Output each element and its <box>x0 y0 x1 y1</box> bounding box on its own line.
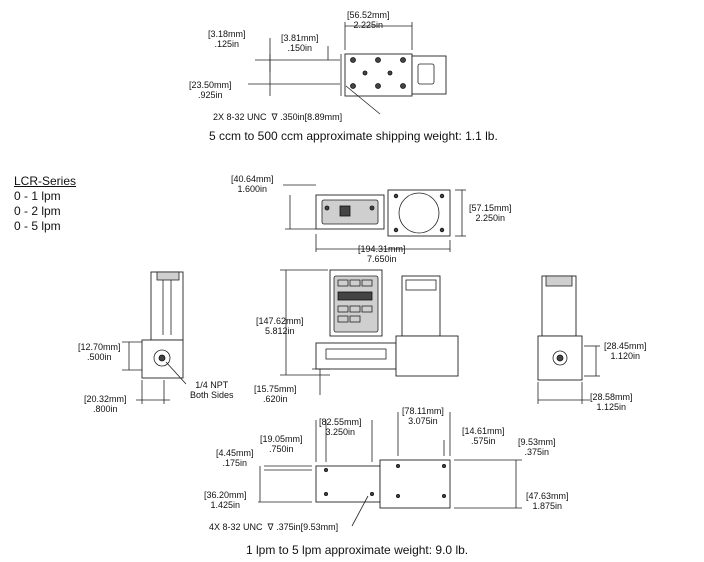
bottom-weight-caption: 1 lpm to 5 lpm approximate weight: 9.0 l… <box>246 543 469 557</box>
plan-view-drawing <box>283 184 466 252</box>
right-dim-port-height: [28.45mm] 1.120in <box>604 341 647 361</box>
bottom-dim-c: [19.05mm] .750in <box>260 434 303 454</box>
series-range-3: 0 - 5 lpm <box>14 219 61 233</box>
plan-dim-depth-right: [57.15mm] 2.250in <box>469 203 512 223</box>
bottom-dim-d: [14.61mm] .575in <box>462 426 505 446</box>
bottom-dim-h: [47.63mm] 1.875in <box>526 491 569 511</box>
top-connector <box>411 55 447 95</box>
bottom-meter-base <box>315 465 381 503</box>
front-dim-height: [147.62mm] 5.812in <box>256 316 304 336</box>
series-title: LCR-Series <box>14 174 77 188</box>
right-dim-base-width: [28.58mm] 1.125in <box>590 392 633 412</box>
bottom-view-drawing <box>258 412 522 527</box>
left-port-note: 1/4 NPT Both Sides <box>190 380 234 400</box>
plan-valve-cap <box>398 192 440 234</box>
top-dim-height: [23.50mm] .925in <box>189 80 232 100</box>
top-weight-caption: 5 ccm to 500 ccm approximate shipping we… <box>209 129 498 143</box>
bottom-dim-e: [9.53mm] .375in <box>518 437 556 457</box>
top-dim-left-offset: [3.18mm] .125in <box>208 29 246 49</box>
series-range-2: 0 - 2 lpm <box>14 204 61 218</box>
left-port <box>153 349 171 367</box>
top-thread-note: 2X 8-32 UNC ∇ .350in[8.89mm] <box>213 112 343 122</box>
series-list: LCR-Series 0 - 1 lpm 0 - 2 lpm 0 - 5 lpm <box>14 174 76 234</box>
top-dim-width: [56.52mm] 2.225in <box>347 10 390 30</box>
bottom-dim-g: [36.20mm] 1.425in <box>204 490 247 510</box>
front-view-drawing <box>280 269 459 395</box>
series-range-1: 0 - 1 lpm <box>14 189 61 203</box>
left-view-drawing <box>122 271 187 404</box>
front-base-block <box>315 342 397 370</box>
left-dim-base-width: [20.32mm] .800in <box>84 394 127 414</box>
right-port <box>552 350 568 366</box>
front-valve-base <box>395 335 459 377</box>
bottom-dim-f: [4.45mm] .175in <box>216 448 254 468</box>
bottom-valve-base <box>379 459 451 509</box>
plan-valve-body <box>387 189 451 237</box>
front-valve-housing <box>401 275 441 337</box>
bottom-dim-a: [82.55mm] 3.250in <box>319 417 362 437</box>
bottom-thread-note: 4X 8-32 UNC ∇ .375in[9.53mm] <box>209 522 339 532</box>
front-dim-base: [15.75mm] .620in <box>254 384 297 404</box>
top-connector-port <box>417 63 435 85</box>
bottom-dim-b: [78.11mm] 3.075in <box>402 406 444 426</box>
plan-dim-length: [194.31mm] 7.650in <box>358 244 406 264</box>
top-dim-hole-offset: [3.81mm] .150in <box>281 33 319 53</box>
left-upper-housing <box>150 271 184 341</box>
left-dim-port-height: [12.70mm] .500in <box>78 342 121 362</box>
top-view-drawing <box>248 22 447 115</box>
plan-dim-depth: [40.64mm] 1.600in <box>231 174 274 194</box>
right-view-drawing <box>537 275 600 404</box>
